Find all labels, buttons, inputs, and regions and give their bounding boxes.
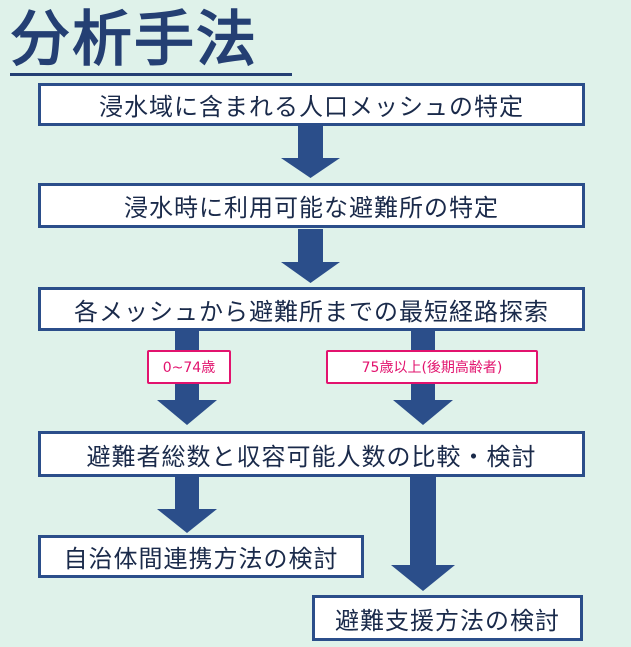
arrow-step1-to-step2	[281, 125, 340, 178]
arrow-step2-to-step3	[281, 229, 340, 283]
tag-age-75-plus: 75歳以上(後期高齢者)	[326, 350, 538, 384]
title-underline	[10, 73, 292, 76]
step-box-5: 自治体間連携方法の検討	[38, 535, 364, 578]
tag-age-75-plus-label: 75歳以上(後期高齢者)	[361, 360, 503, 376]
tag-age-0-74: 0~74歳	[147, 350, 231, 384]
step-label-1: 浸水域に含まれる人口メッシュの特定	[99, 93, 524, 121]
step-label-6: 避難支援方法の検討	[335, 606, 560, 635]
page-title: 分析手法	[10, 5, 258, 75]
step-box-2: 浸水時に利用可能な避難所の特定	[38, 183, 585, 228]
step-label-3: 各メッシュから避難所までの最短経路探索	[74, 297, 549, 326]
tag-age-0-74-label: 0~74歳	[162, 360, 216, 376]
step-box-3: 各メッシュから避難所までの最短経路探索	[38, 287, 585, 331]
step-label-4: 避難者総数と収容可能人数の比較・検討	[86, 442, 537, 471]
step-label-2: 浸水時に利用可能な避難所の特定	[124, 194, 499, 222]
step-label-5: 自治体間連携方法の検討	[63, 545, 339, 573]
arrow-step4-to-step5	[157, 476, 217, 533]
step-box-4: 避難者総数と収容可能人数の比較・検討	[38, 431, 585, 477]
step-box-1: 浸水域に含まれる人口メッシュの特定	[38, 83, 585, 126]
arrow-step4-to-step6	[391, 476, 455, 591]
step-box-6: 避難支援方法の検討	[312, 595, 583, 641]
